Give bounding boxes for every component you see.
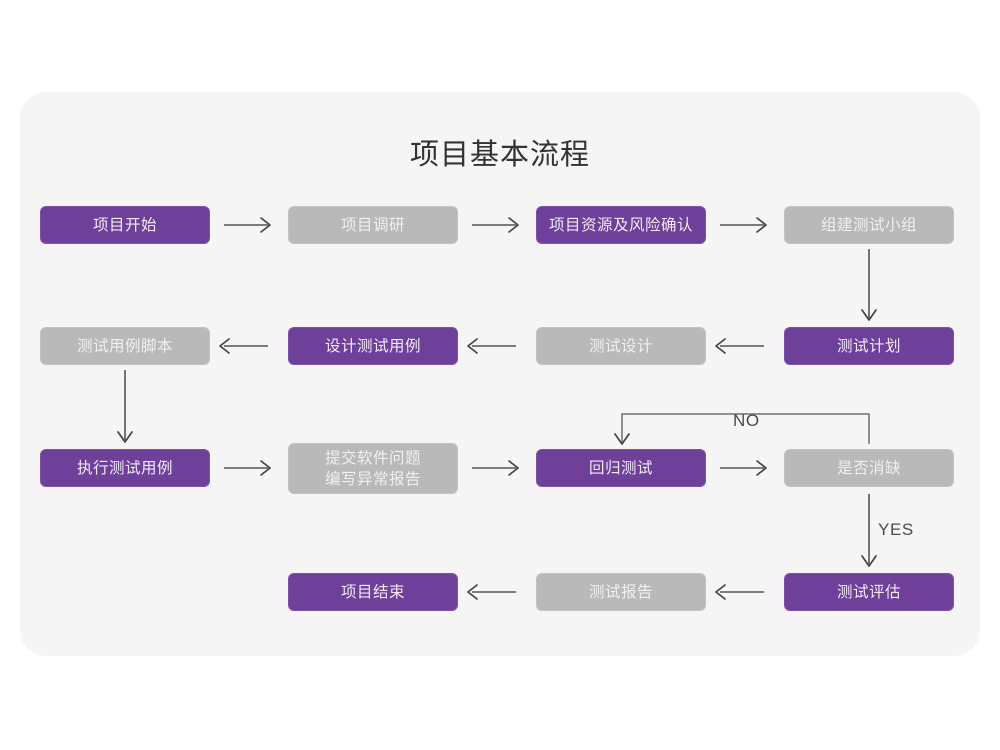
edge-label-no: NO — [733, 411, 760, 430]
node-execute-test-case[interactable]: 执行测试用例 — [40, 449, 210, 487]
node-regression-test[interactable]: 回归测试 — [536, 449, 706, 487]
node-form-test-team[interactable]: 组建测试小组 — [784, 206, 954, 244]
page-title: 项目基本流程 — [409, 139, 590, 171]
node-test-evaluation[interactable]: 测试评估 — [784, 573, 954, 611]
flowchart-card — [20, 92, 980, 656]
node-defect-cleared[interactable]: 是否消缺 — [784, 449, 954, 487]
edge-label-yes: YES — [878, 520, 914, 539]
node-project-research[interactable]: 项目调研 — [288, 206, 458, 244]
node-test-case-script[interactable]: 测试用例脚本 — [40, 327, 210, 365]
node-test-design[interactable]: 测试设计 — [536, 327, 706, 365]
node-project-end[interactable]: 项目结束 — [288, 573, 458, 611]
node-design-test-case[interactable]: 设计测试用例 — [288, 327, 458, 365]
node-project-start[interactable]: 项目开始 — [40, 206, 210, 244]
node-test-report[interactable]: 测试报告 — [536, 573, 706, 611]
node-resource-risk-confirm[interactable]: 项目资源及风险确认 — [536, 206, 706, 244]
node-test-plan[interactable]: 测试计划 — [784, 327, 954, 365]
node-submit-issue-report[interactable]: 提交软件问题 编写异常报告 — [288, 443, 458, 494]
